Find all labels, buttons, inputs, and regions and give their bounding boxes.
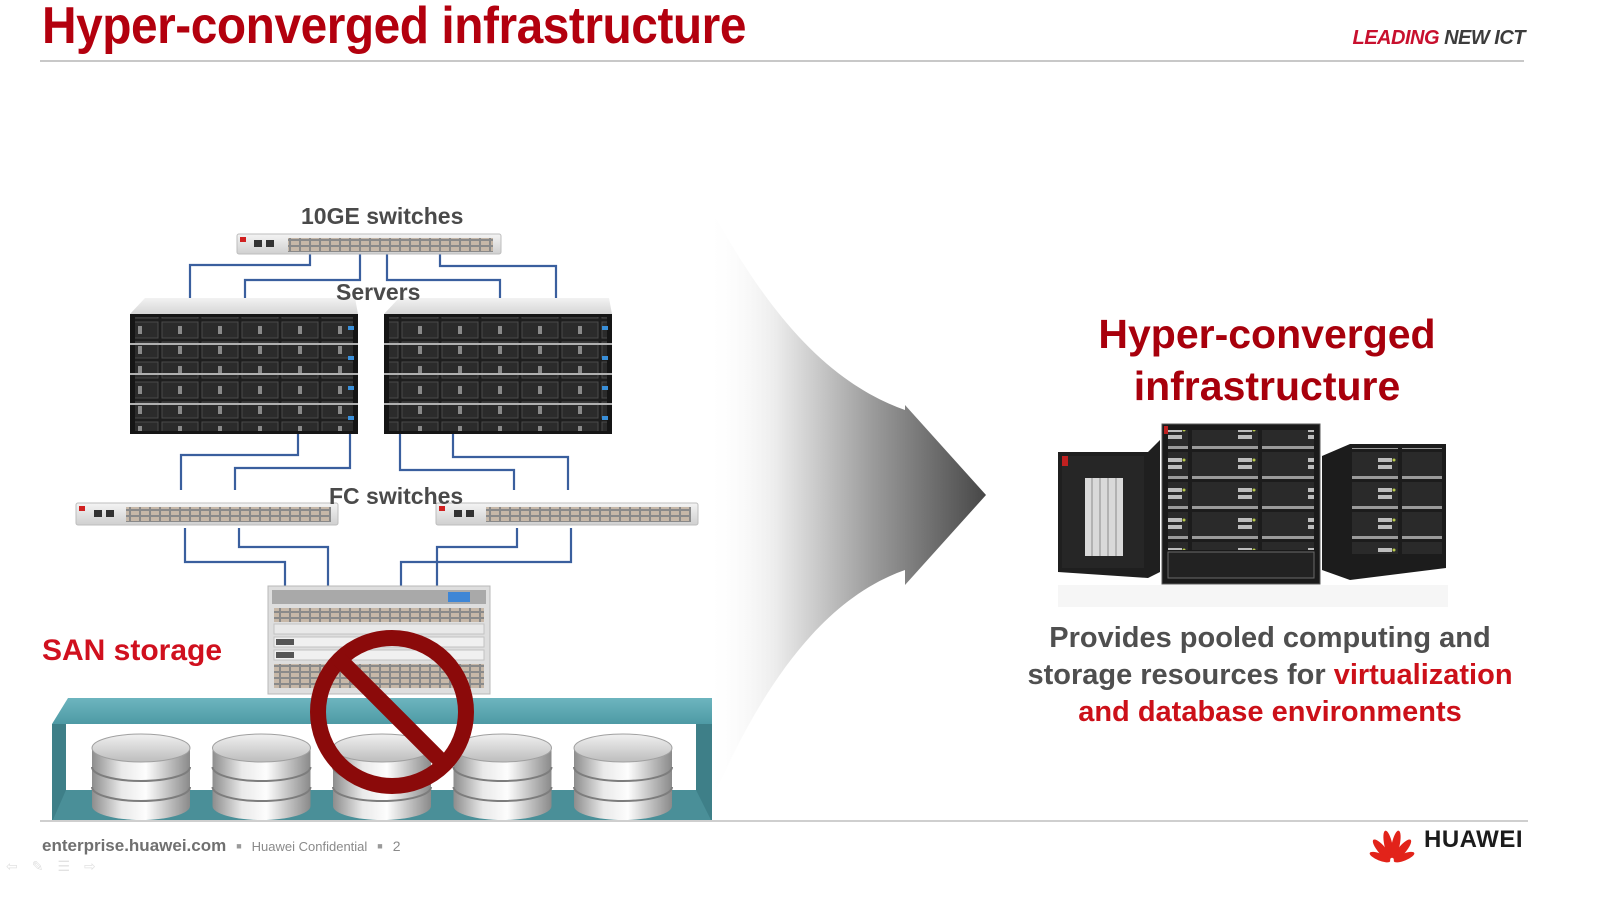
label-san-storage: SAN storage bbox=[42, 634, 223, 667]
footer-divider bbox=[40, 820, 1528, 822]
hci-description: Provides pooled computing and storage re… bbox=[1000, 620, 1540, 731]
pen-icon[interactable]: ✎ bbox=[31, 858, 44, 874]
desc-line1: Provides pooled computing and bbox=[1049, 622, 1491, 654]
disk bbox=[332, 733, 432, 820]
desc-highlight-database: and database environments bbox=[1078, 696, 1462, 728]
huawei-brand: HUAWEI bbox=[1366, 826, 1523, 854]
footer-site: enterprise.huawei.com bbox=[42, 836, 227, 855]
footer-separator: ■ bbox=[236, 841, 242, 851]
desc-highlight-virtualization: virtualization bbox=[1333, 659, 1513, 691]
menu-icon[interactable]: ☰ bbox=[57, 858, 71, 874]
fc-switch-right bbox=[435, 502, 699, 526]
hci-title-line1: Hyper-converged bbox=[1098, 311, 1436, 357]
fc-switch-left bbox=[75, 502, 339, 526]
hci-title: Hyper-converged infrastructure bbox=[1036, 308, 1498, 412]
hci-chassis-left bbox=[1058, 440, 1160, 578]
label-servers: Servers bbox=[336, 279, 421, 305]
next-slide-icon[interactable]: ⇨ bbox=[84, 858, 96, 874]
network-cables bbox=[179, 253, 573, 588]
hci-title-line2: infrastructure bbox=[1133, 363, 1401, 409]
disk bbox=[573, 733, 673, 820]
hci-chassis-right bbox=[1322, 444, 1446, 580]
tagline-new-ict: NEW ICT bbox=[1444, 27, 1525, 49]
disk bbox=[211, 733, 312, 820]
disk bbox=[452, 733, 553, 820]
server-stack-left bbox=[130, 298, 358, 434]
huawei-wordmark: HUAWEI bbox=[1424, 826, 1523, 853]
previous-slide-icon[interactable]: ⇦ bbox=[6, 858, 18, 874]
header-divider bbox=[40, 60, 1524, 62]
tagline: LEADING NEW ICT bbox=[1353, 27, 1526, 50]
hci-chassis-center bbox=[1161, 423, 1321, 585]
chassis-reflection bbox=[1058, 585, 1448, 607]
no-entry-icon bbox=[310, 630, 474, 794]
huawei-logo-icon bbox=[1369, 830, 1415, 863]
slide-title: Hyper-converged infrastructure bbox=[42, 0, 746, 55]
disk-group bbox=[91, 733, 673, 820]
page-number: 2 bbox=[392, 838, 401, 854]
desc-line2: storage resources for bbox=[1027, 659, 1334, 691]
footer-confidential: Huawei Confidential bbox=[251, 838, 368, 854]
10ge-switch bbox=[236, 233, 502, 255]
transition-arrow bbox=[706, 200, 986, 800]
server-stack-right bbox=[384, 298, 612, 434]
slideshow-controls: ⇦ ✎ ☰ ⇨ bbox=[6, 858, 96, 875]
tagline-leading: LEADING bbox=[1352, 27, 1440, 49]
disk bbox=[91, 733, 191, 820]
footer: enterprise.huawei.com ■ Huawei Confident… bbox=[42, 836, 401, 856]
label-fc-switches: FC switches bbox=[329, 483, 464, 509]
label-10ge-switches: 10GE switches bbox=[301, 203, 464, 229]
footer-separator: ■ bbox=[377, 841, 383, 851]
